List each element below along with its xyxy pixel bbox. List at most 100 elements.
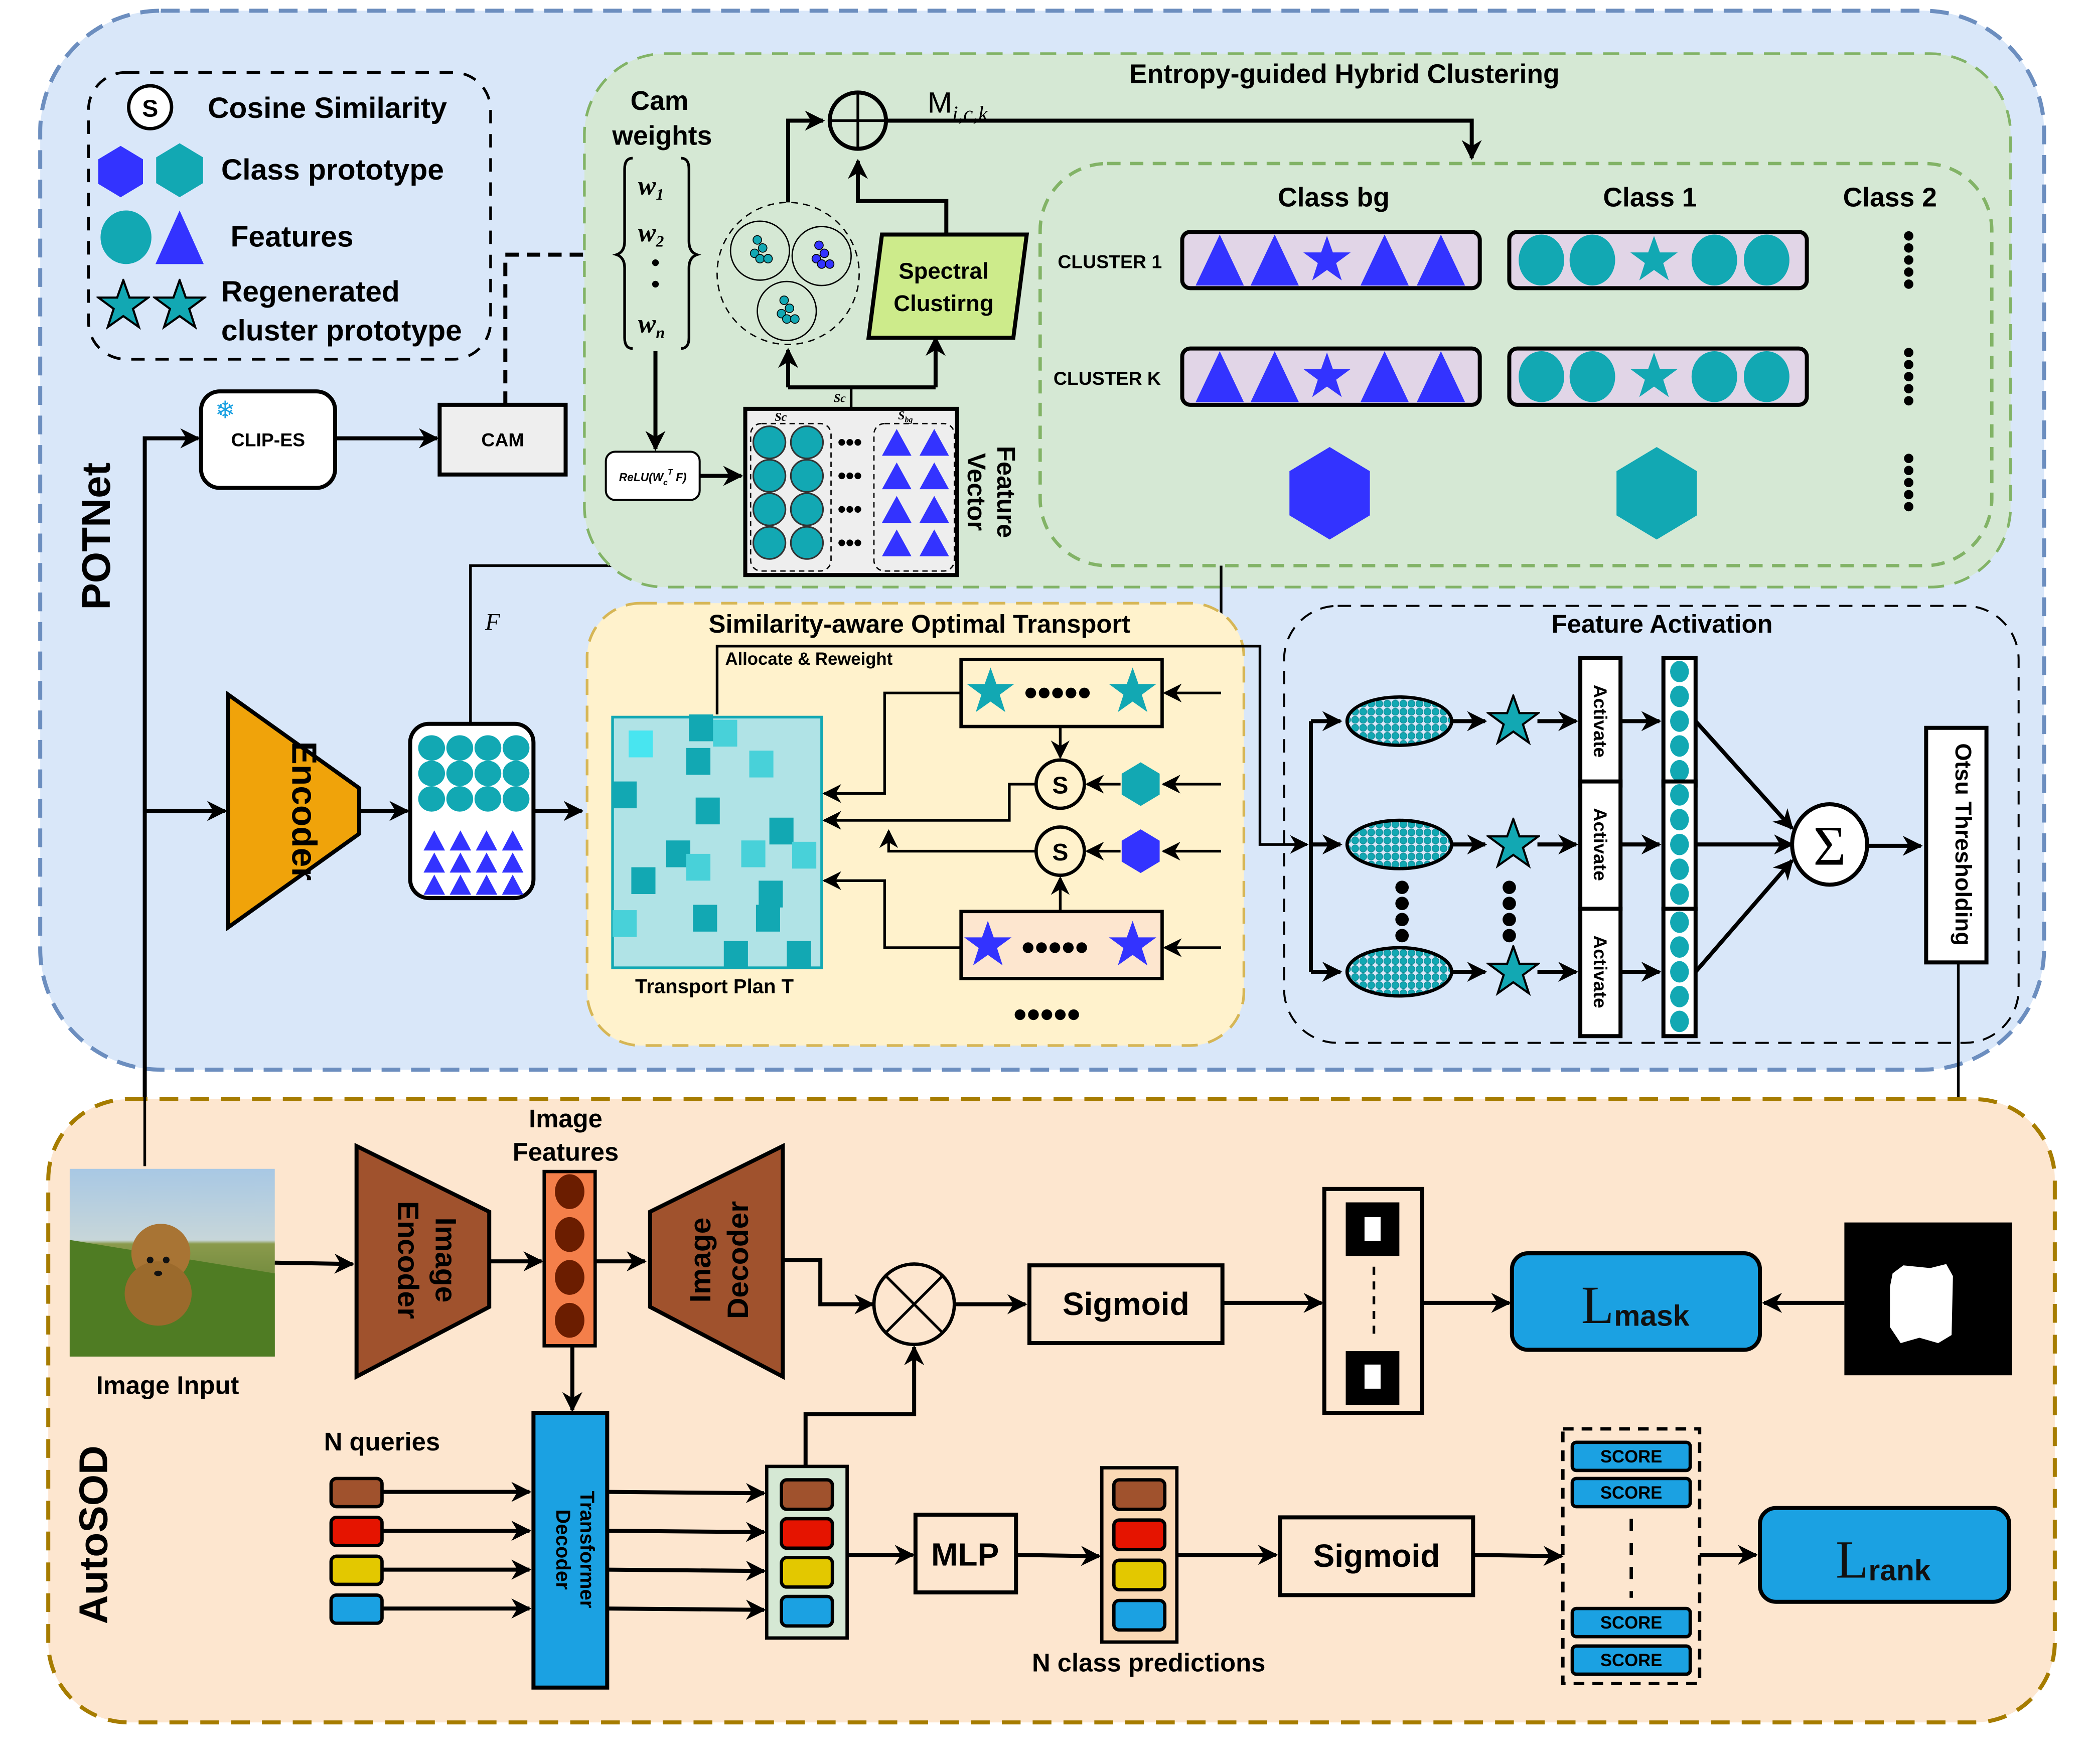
feature-triangle-icon bbox=[502, 874, 524, 895]
transport-plan-cell bbox=[792, 841, 817, 869]
cluster-point bbox=[779, 296, 789, 305]
ellipsis-dot bbox=[1028, 1009, 1039, 1020]
ellipsis-dot bbox=[1904, 360, 1913, 370]
feature-triangle-icon bbox=[502, 852, 524, 873]
transport-plan-cell bbox=[686, 853, 711, 881]
query-embedding bbox=[780, 1517, 834, 1550]
feature-triangle-icon bbox=[476, 874, 498, 895]
similarity-symbol: S bbox=[1052, 772, 1068, 799]
feature-circle-icon bbox=[502, 735, 530, 761]
svg-text:wn: wn bbox=[638, 309, 665, 342]
flow-arrow bbox=[607, 1560, 766, 1581]
transport-plan-cell bbox=[686, 748, 711, 775]
feature-circle-icon bbox=[474, 735, 502, 761]
ellipsis-dot bbox=[1904, 478, 1913, 488]
image-feature-cell bbox=[555, 1302, 584, 1338]
transport-plan-cell bbox=[613, 781, 637, 809]
transport-plan-cell bbox=[629, 730, 653, 758]
feature-triangle-icon bbox=[502, 830, 524, 851]
flow-arrow bbox=[607, 1522, 766, 1542]
legend-cosine-label: Cosine Similarity bbox=[208, 92, 447, 124]
feature-circle-icon bbox=[1744, 234, 1789, 286]
feature-triangle-icon bbox=[882, 462, 912, 490]
transport-plan-cell bbox=[759, 880, 783, 908]
feature-circle-icon bbox=[1670, 1010, 1689, 1033]
optimal-transport-title: Similarity-aware Optimal Transport bbox=[709, 610, 1131, 638]
feature-circle-icon bbox=[752, 459, 787, 493]
cam-weights-label: Cam bbox=[631, 86, 689, 116]
transport-plan-cell bbox=[613, 910, 637, 937]
feature-triangle-icon bbox=[423, 874, 445, 895]
feature-triangle-icon bbox=[155, 210, 204, 264]
cluster-point bbox=[817, 259, 827, 269]
transport-plan-label: Transport Plan T bbox=[635, 976, 794, 998]
ellipsis-dot bbox=[1050, 942, 1061, 953]
image-input-photo bbox=[69, 1168, 275, 1357]
transport-plan-cell bbox=[695, 797, 720, 825]
feature-f-label: F bbox=[485, 609, 500, 636]
ellipsis-dot bbox=[1014, 1009, 1025, 1020]
sbg-label: Sbg bbox=[898, 409, 913, 424]
score-box bbox=[1570, 1440, 1692, 1473]
cluster-point bbox=[758, 243, 768, 253]
ellipsis-dot bbox=[838, 506, 845, 513]
autosod-label: AutoSOD bbox=[71, 1445, 116, 1624]
rank-loss-box bbox=[1758, 1506, 2012, 1604]
ellipsis-dot bbox=[1041, 1009, 1053, 1020]
query-embedding bbox=[780, 1478, 834, 1511]
sc-outer-label: Sc bbox=[834, 392, 846, 405]
ellipsis-dot bbox=[1395, 897, 1409, 911]
score-label: SCORE bbox=[1600, 1447, 1662, 1466]
autosod-section bbox=[46, 1097, 2057, 1725]
feature-circle-icon bbox=[502, 761, 530, 786]
feature-circle-icon bbox=[418, 786, 445, 812]
feature-circle-icon bbox=[790, 492, 824, 526]
ellipsis-dot bbox=[838, 438, 845, 446]
feature-circle-icon bbox=[1569, 351, 1615, 402]
cluster-point bbox=[790, 314, 800, 324]
sigmoid-score-box bbox=[1278, 1515, 1475, 1597]
allocate-reweight-label: Allocate & Reweight bbox=[725, 650, 892, 669]
ellipsis-dot bbox=[846, 506, 853, 513]
feature-circle-icon bbox=[790, 459, 824, 493]
cluster-point bbox=[819, 248, 829, 258]
feature-triangle-icon bbox=[1196, 234, 1244, 286]
clustering-title: Entropy-guided Hybrid Clustering bbox=[1129, 60, 1560, 89]
feature-triangle-icon bbox=[450, 852, 472, 873]
feature-triangle-icon bbox=[1250, 234, 1299, 286]
cluster-point bbox=[825, 259, 835, 269]
image-feature-cell bbox=[555, 1217, 584, 1252]
mlp-box bbox=[913, 1513, 1018, 1595]
feature-circle-icon bbox=[418, 735, 445, 761]
feature-circle-icon bbox=[446, 786, 474, 812]
flow-arrow bbox=[1694, 719, 1794, 830]
otsu-thresholding-box bbox=[1924, 725, 1989, 965]
feature-circle-icon bbox=[1670, 858, 1689, 880]
ellipsis-dot bbox=[854, 506, 861, 513]
clip-es-label: CLIP-ES bbox=[231, 429, 306, 451]
legend-features-label: Features bbox=[231, 221, 354, 253]
ellipsis-dot bbox=[1904, 243, 1913, 253]
sigmoid-mask-label: Sigmoid bbox=[1063, 1286, 1189, 1322]
cluster-bubbles bbox=[716, 202, 860, 345]
ellipsis-dot bbox=[1503, 897, 1516, 911]
pseudo-label-mask bbox=[1844, 1222, 2012, 1376]
svg-text:w1: w1 bbox=[638, 170, 664, 203]
n-class-predictions-label: N class predictions bbox=[1032, 1649, 1265, 1677]
feature-triangle-icon bbox=[476, 852, 498, 873]
query-token bbox=[329, 1554, 384, 1586]
class-bg-header: Class bg bbox=[1278, 183, 1390, 212]
legend-regenerated-line2: cluster prototype bbox=[221, 315, 462, 347]
cluster-k-label: CLUSTER K bbox=[1054, 368, 1161, 389]
ellipsis-dot bbox=[1904, 348, 1913, 358]
feature-circle-icon bbox=[1691, 351, 1737, 402]
ellipsis-dot bbox=[854, 438, 861, 446]
transport-plan-cell bbox=[713, 719, 737, 747]
legend-regenerated-line1: Regenerated bbox=[221, 275, 400, 308]
feature-triangle-icon bbox=[919, 428, 949, 456]
feature-circle-icon bbox=[1670, 936, 1689, 958]
ellipsis-dot bbox=[1022, 942, 1033, 953]
ellipsis-dot bbox=[1904, 372, 1913, 382]
feature-circle-icon bbox=[1670, 784, 1689, 806]
